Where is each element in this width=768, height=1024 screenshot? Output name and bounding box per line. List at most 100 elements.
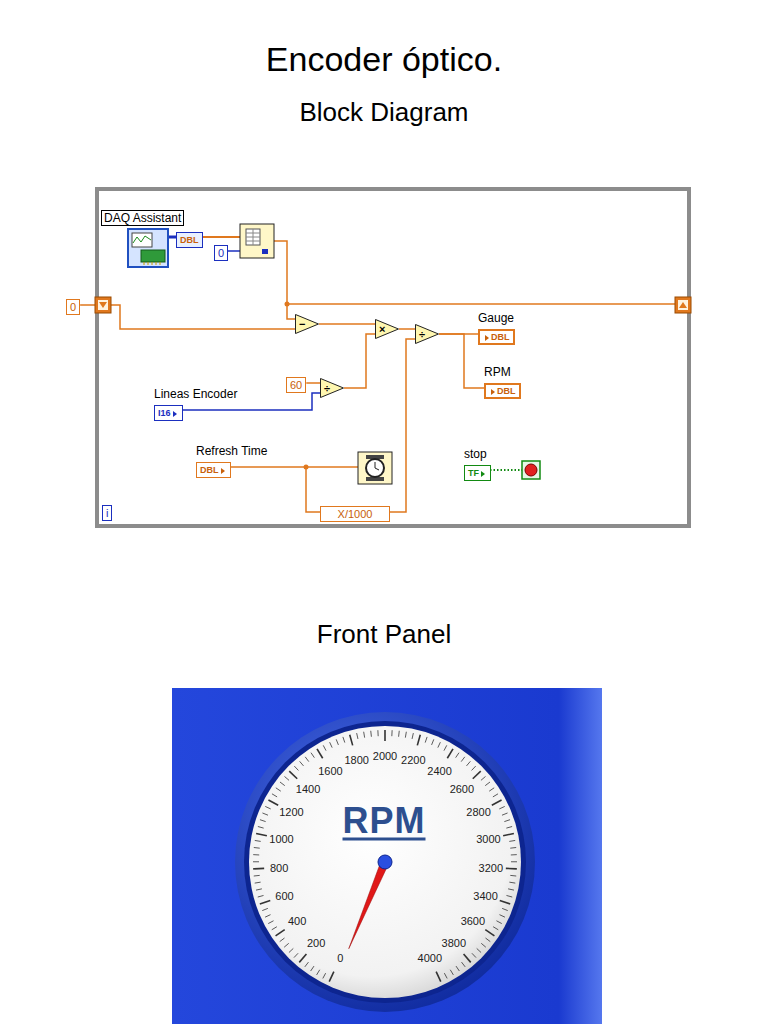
scale-number: 2800 — [466, 806, 490, 818]
operator-symbol: ÷ — [419, 327, 425, 341]
scale-number: 400 — [288, 915, 306, 927]
divide-function: ÷ — [415, 324, 439, 344]
wait-timer — [358, 452, 392, 484]
rpm-indicator: RPM DBL — [484, 365, 521, 399]
page-title: Encoder óptico. — [0, 40, 768, 79]
scale-number: 1200 — [279, 806, 303, 818]
scale-number: 1800 — [344, 754, 368, 766]
wire — [306, 382, 320, 384]
daq-icon — [127, 228, 169, 268]
scale-number: 600 — [275, 890, 293, 902]
express-vi-label: DAQ Assistant — [101, 210, 184, 226]
node-value: 0 — [70, 301, 76, 313]
wire-junction — [285, 302, 290, 307]
gauge-bezel — [235, 712, 535, 1012]
terminal-box: I16 — [154, 405, 183, 421]
gauge-ticks — [253, 730, 517, 982]
terminal-label: stop — [464, 447, 491, 461]
terminal-box: TF — [464, 465, 491, 481]
scale-number: 3400 — [473, 890, 497, 902]
scale-number: 1600 — [318, 765, 342, 777]
divide-function: ÷ — [320, 378, 344, 398]
gauge-indicator: GaugeDBL — [478, 311, 515, 345]
scale-number: 1400 — [296, 783, 320, 795]
function-node: − — [295, 314, 319, 334]
wire — [169, 236, 176, 239]
scale-number: 3800 — [442, 937, 466, 949]
terminal-box: DBL — [478, 329, 515, 345]
data-type: DBL — [491, 332, 510, 342]
scale-number: 3600 — [461, 915, 485, 927]
wire — [390, 339, 415, 512]
gauge-logo: RPM — [343, 804, 426, 841]
node-box: i — [102, 505, 112, 521]
iteration-terminal: i — [102, 503, 112, 521]
terminal-box: DBL — [196, 462, 231, 478]
stop-control: stopTF — [464, 447, 491, 481]
daq-assistant: DAQ Assistant — [101, 208, 184, 268]
terminal-label: Lineas Encoder — [154, 387, 237, 401]
encoder-lines-control: Lineas EncoderI16 — [154, 387, 237, 421]
operator-symbol: × — [379, 322, 385, 336]
loop-condition — [522, 461, 540, 479]
data-type: TF — [468, 468, 479, 478]
gauge-needle — [349, 855, 392, 949]
scale-number: 0 — [337, 952, 343, 964]
refresh-time-control: Refresh TimeDBL — [196, 444, 267, 478]
wire — [399, 328, 415, 330]
wire — [344, 334, 375, 388]
gauge-ring — [244, 721, 526, 1003]
node-value: 60 — [290, 379, 302, 391]
section-heading: Front Panel — [317, 619, 451, 650]
function-node: × — [375, 319, 399, 339]
numeric-constant: 60 — [286, 375, 306, 393]
scale-number: 2200 — [401, 754, 425, 766]
wire — [80, 305, 295, 329]
node-box: X/1000 — [320, 506, 390, 522]
section-heading: Block Diagram — [299, 97, 468, 128]
gauge-face — [249, 726, 521, 998]
node-value: X/1000 — [338, 508, 373, 520]
scale-number: 2000 — [373, 750, 397, 762]
shift-register — [95, 297, 111, 313]
front-panel — [172, 688, 602, 1024]
operator-symbol: ÷ — [324, 381, 330, 395]
node-value: i — [106, 507, 108, 519]
multiply-function: × — [375, 319, 399, 339]
data-type: DBL — [200, 465, 219, 475]
data-type: I16 — [158, 408, 171, 418]
terminal-label: Refresh Time — [196, 444, 267, 458]
wire — [319, 323, 375, 325]
shift-register — [675, 297, 691, 313]
node-box: 0 — [66, 299, 80, 315]
scale-number: 4000 — [418, 952, 442, 964]
wire-junction — [304, 465, 309, 470]
scale-number: 2400 — [427, 765, 451, 777]
node-box: DBL — [176, 232, 203, 248]
node-value: DBL — [180, 235, 199, 245]
scale-number: 200 — [307, 937, 325, 949]
function-node: ÷ — [415, 324, 439, 344]
numeric-constant: 0 — [214, 243, 228, 261]
terminal-label: Gauge — [478, 311, 515, 325]
numeric-constant: 0 — [66, 297, 80, 315]
data-type: DBL — [497, 386, 516, 396]
scale-number: 2600 — [450, 783, 474, 795]
function-node: ÷ — [320, 378, 344, 398]
layout-wires — [200, 237, 676, 470]
terminal-label: RPM — [484, 365, 521, 379]
expression-node: X/1000 — [320, 504, 390, 522]
wire — [231, 467, 321, 512]
scale-number: 1000 — [269, 833, 293, 845]
subtract-function: − — [295, 314, 319, 334]
node-box: 0 — [214, 245, 228, 261]
node-box: 60 — [286, 377, 306, 393]
node-value: 0 — [218, 247, 224, 259]
while-loop — [97, 189, 689, 526]
convert-node: DBL — [176, 229, 203, 248]
terminal-box: DBL — [484, 383, 521, 399]
scale-number: 3200 — [479, 862, 503, 874]
scale-number: 800 — [270, 862, 288, 874]
scale-number: 3000 — [476, 833, 500, 845]
index-array-function — [240, 224, 274, 258]
